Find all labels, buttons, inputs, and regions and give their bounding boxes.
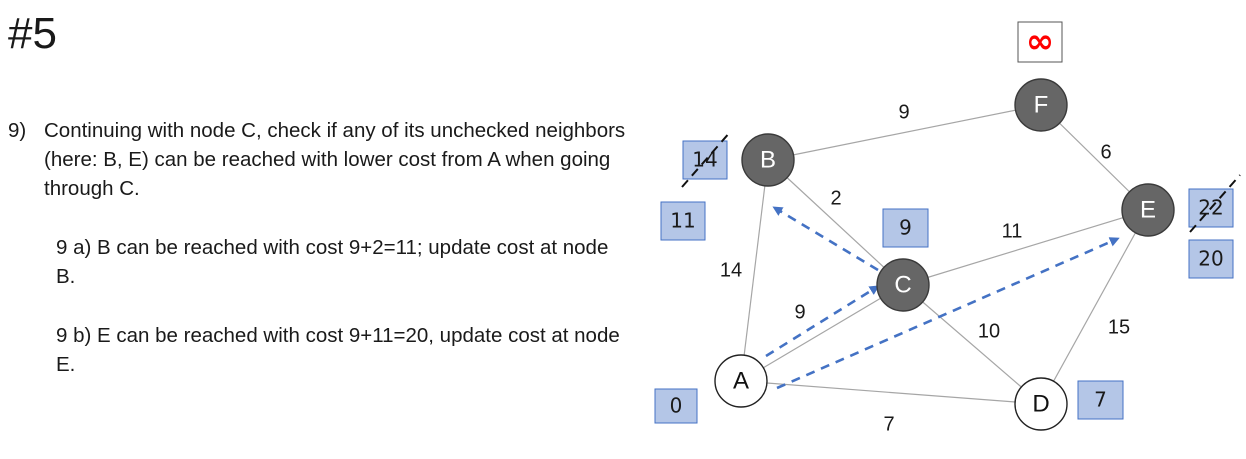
strike-e	[1189, 174, 1241, 233]
cost-box-frame	[882, 208, 929, 248]
cost-box-frame	[1077, 380, 1124, 420]
node-circle	[1014, 78, 1068, 132]
node-d: D	[1014, 377, 1068, 431]
edge-d-e	[1040, 209, 1149, 405]
step-number: 9)	[8, 119, 27, 142]
node-label: B	[760, 146, 776, 173]
instructions: 9) Continuing with node C, check if any …	[8, 116, 628, 379]
edge-weight-b-c: 2	[830, 187, 841, 209]
edge-weight-f-e: 6	[1100, 141, 1111, 163]
step-9a-text: 9 a) B can be reached with cost 9+2=11; …	[56, 236, 609, 288]
cost-box-frame	[682, 140, 728, 180]
edge-weight-d-e: 15	[1108, 316, 1130, 338]
arrow-a-to-c	[765, 285, 880, 358]
edge-weight-b-f: 9	[898, 101, 909, 123]
node-a: A	[714, 354, 768, 408]
cost-box-d: 7	[1077, 380, 1124, 420]
cost-value: 7	[1094, 388, 1107, 412]
step-9: 9) Continuing with node C, check if any …	[8, 116, 628, 203]
edge-c-e	[902, 209, 1149, 286]
cost-box-e-new: 20	[1188, 239, 1234, 279]
node-label: F	[1034, 91, 1049, 118]
cost-box-f: ∞	[1017, 21, 1063, 63]
cost-value: 20	[1198, 247, 1223, 271]
edge-b-f	[767, 104, 1042, 161]
node-circle	[1121, 183, 1175, 237]
edge-weight-c-e: 11	[1002, 220, 1023, 242]
slide-title: #5	[8, 9, 57, 58]
edge-weight-a-c: 9	[794, 301, 805, 323]
node-f: F	[1014, 78, 1068, 132]
cost-box-b-new: 11	[660, 201, 706, 241]
cost-value: 0	[670, 394, 683, 418]
node-circle	[741, 133, 795, 187]
edge-a-b	[740, 159, 769, 382]
node-circle	[876, 258, 930, 312]
cost-box-frame	[1188, 239, 1234, 279]
edge-b-c	[767, 159, 904, 286]
cost-box-frame	[654, 388, 698, 424]
node-label: A	[733, 367, 749, 394]
cost-box-a: 0	[654, 388, 698, 424]
edge-weight-d-c: 10	[978, 320, 1000, 342]
cost-box-b-old: 14	[682, 140, 728, 180]
cost-value: ∞	[1026, 22, 1054, 62]
node-circle	[1014, 377, 1068, 431]
strike-b	[681, 130, 732, 188]
node-b: B	[741, 133, 795, 187]
node-label: C	[894, 271, 911, 298]
cost-box-frame	[660, 201, 706, 241]
edge-a-d	[740, 380, 1042, 405]
node-e: E	[1121, 183, 1175, 237]
cost-value: 11	[670, 209, 695, 233]
edge-d-c	[902, 284, 1042, 405]
edge-weight-a-b: 14	[720, 259, 742, 281]
node-c: C	[876, 258, 930, 312]
arrow-c-to-b	[772, 206, 879, 272]
cost-value: 9	[899, 216, 912, 240]
node-circle	[714, 354, 768, 408]
cost-box-frame	[1017, 21, 1063, 63]
edge-a-c	[740, 284, 904, 382]
node-label: E	[1140, 196, 1156, 223]
node-label: D	[1032, 390, 1049, 417]
cost-box-c: 9	[882, 208, 929, 248]
edge-weight-a-d: 7	[883, 413, 894, 435]
step-text: Continuing with node C, check if any of …	[44, 119, 626, 200]
step-9b-text: 9 b) E can be reached with cost 9+11=20,…	[56, 324, 620, 376]
arrow-a-to-e	[776, 237, 1120, 390]
